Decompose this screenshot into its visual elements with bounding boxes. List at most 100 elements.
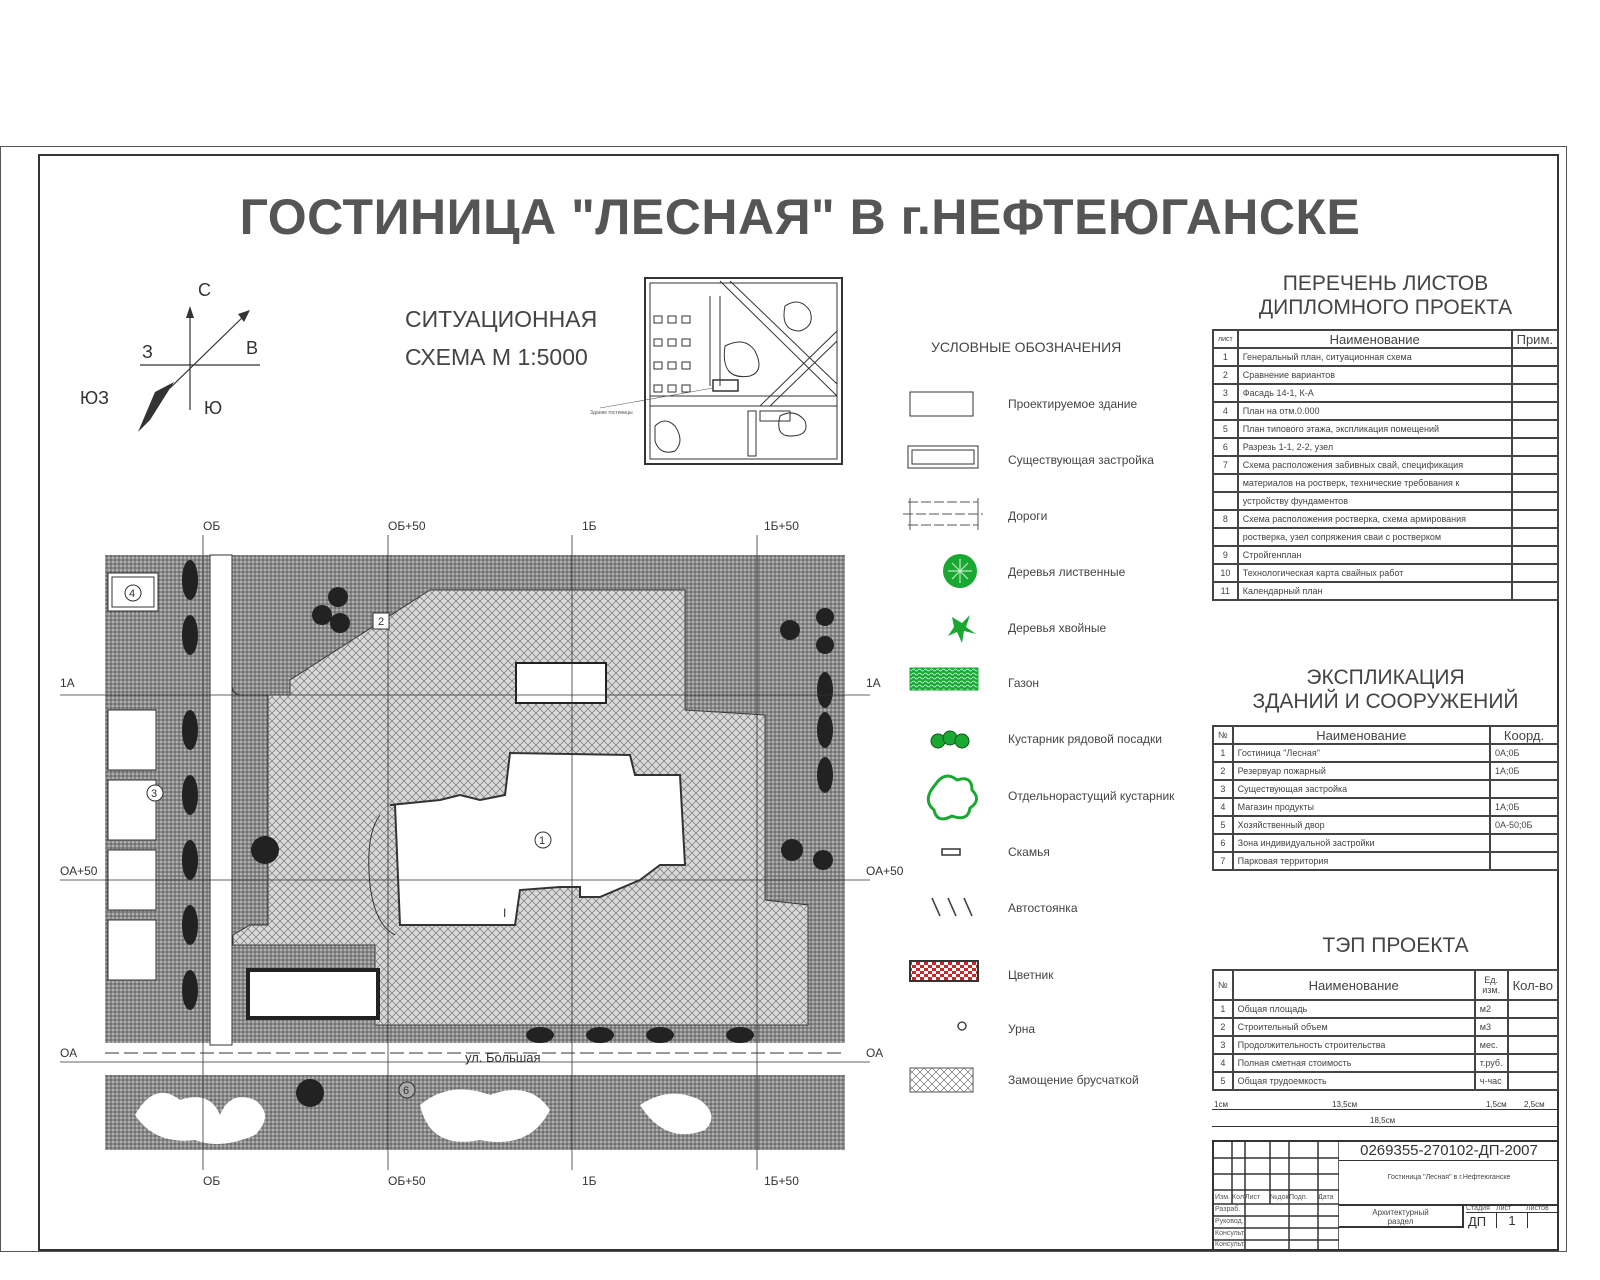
table-cell [1510, 347, 1560, 367]
section-line2: раздел [1387, 1217, 1414, 1226]
table-cell: ч-час [1473, 1071, 1509, 1091]
axis-label-right: ОА+50 [866, 864, 904, 878]
stage-header: Листов [1526, 1205, 1549, 1212]
street-name: ул. Большая [465, 1050, 541, 1065]
street-road [105, 1043, 845, 1075]
table-cell [1489, 833, 1559, 853]
legend-label: Существующая застройка [1008, 453, 1154, 467]
axis-label-right: ОА [866, 1046, 883, 1060]
trees [251, 587, 834, 1107]
table-cell: План на отм.0.000 [1236, 401, 1513, 421]
situation-map: Здание гостиницы [590, 277, 843, 465]
wind-arrow [169, 313, 247, 389]
table-cell: Схема расположения ростверка, схема арми… [1236, 509, 1513, 529]
table-cell: 9 [1212, 545, 1239, 565]
table-cell: Полная сметная стоимость [1231, 1053, 1476, 1073]
col-header: Дата [1318, 1194, 1334, 1201]
legend-label: Замощение брусчаткой [1008, 1073, 1139, 1087]
table-cell: 2 [1212, 761, 1234, 781]
table-cell [1489, 779, 1559, 799]
explication-title: ЭКСПЛИКАЦИЯ ЗДАНИЙ И СООРУЖЕНИЙ [1213, 666, 1558, 714]
header-cell: Прим. [1510, 329, 1560, 349]
table-cell [1212, 527, 1239, 547]
table-cell: Продолжительность строительства [1231, 1035, 1476, 1055]
flowerbed [246, 968, 380, 1020]
table-cell: Общая площадь [1231, 999, 1476, 1019]
svg-text:2: 2 [378, 616, 384, 628]
table-cell: 4 [1212, 797, 1234, 817]
table-cell [1510, 383, 1560, 403]
table-cell [1510, 527, 1560, 547]
axis-label-top: ОБ+50 [388, 519, 426, 533]
axis-label-left: 1А [60, 676, 75, 690]
table-cell [1506, 999, 1560, 1019]
table-cell: Существующая застройка [1231, 779, 1492, 799]
bin-icon [957, 1021, 967, 1031]
legend-label: Кустарник рядовой посадки [1008, 732, 1162, 746]
situation-title: СИТУАЦИОННАЯ СХЕМА М 1:5000 [405, 300, 597, 376]
header-cell: Кол-во [1506, 969, 1560, 1001]
col-header: №док. [1270, 1194, 1291, 1201]
svg-text:3: 3 [151, 788, 157, 800]
table-cell: 1А;0Б [1489, 797, 1559, 817]
table-cell: 3 [1212, 1035, 1234, 1055]
legend-symbols [903, 391, 983, 1093]
compass-w: З [142, 342, 153, 362]
table-cell [1510, 563, 1560, 583]
header-cell: № [1212, 969, 1234, 1001]
table-cell [1506, 1017, 1560, 1037]
table-row: устройству фундаментов [1212, 491, 1560, 511]
legend-label: Урна [1008, 1022, 1036, 1036]
sheet-outer-frame [0, 146, 1567, 1252]
legend-label: Скамья [1008, 845, 1050, 859]
shrub-rows [182, 560, 833, 1043]
wind-arrow-head-icon [238, 310, 250, 322]
header-cell: Наименование [1236, 329, 1513, 349]
table-cell: 2 [1212, 1017, 1234, 1037]
header-cell: Коорд. [1489, 725, 1559, 745]
table-cell: 3 [1212, 383, 1239, 403]
table-row: материалов на ростверк, технические треб… [1212, 473, 1560, 493]
col-header: Подп. [1289, 1194, 1308, 1201]
axis-label-bottom: ОБ+50 [388, 1174, 426, 1188]
compass-s: Ю [204, 398, 222, 418]
legend-labels: Проектируемое здание Существующая застро… [1008, 380, 1198, 1100]
stage-header: Стадия [1466, 1205, 1490, 1212]
table-cell [1510, 419, 1560, 439]
sheets-title-line2: ДИПЛОМНОГО ПРОЕКТА [1258, 296, 1513, 319]
axis-label-top: 1Б+50 [764, 519, 799, 533]
axis-label-left: ОА [60, 1046, 77, 1060]
table-cell [1510, 581, 1560, 601]
building-blocks [653, 315, 791, 457]
axis-label-bottom: ОБ [203, 1174, 220, 1188]
axis-label-top: ОБ [203, 519, 220, 533]
role-label: Руковод. [1215, 1218, 1244, 1225]
table-cell: Фасадь 14-1, К-А [1236, 383, 1513, 403]
table-cell: материалов на ростверк, технические треб… [1236, 473, 1513, 493]
header-cell: № [1212, 725, 1234, 745]
dim-label: 13,5см [1332, 1100, 1358, 1109]
table-cell [1506, 1035, 1560, 1055]
header-cell: Наименование [1231, 725, 1492, 745]
header-cell: Наименование [1231, 969, 1476, 1001]
table-cell: м2 [1473, 999, 1509, 1019]
table-cell: 10 [1212, 563, 1239, 583]
col-header: Лист [1245, 1194, 1261, 1201]
table-cell: План типового этажа, экспликация помещен… [1236, 419, 1513, 439]
title-block: Изм. Кол. Лист №док. Подп. Дата Разраб. … [1212, 1140, 1559, 1251]
side-road [209, 554, 233, 1046]
legend-label: Автостоянка [1008, 901, 1078, 915]
